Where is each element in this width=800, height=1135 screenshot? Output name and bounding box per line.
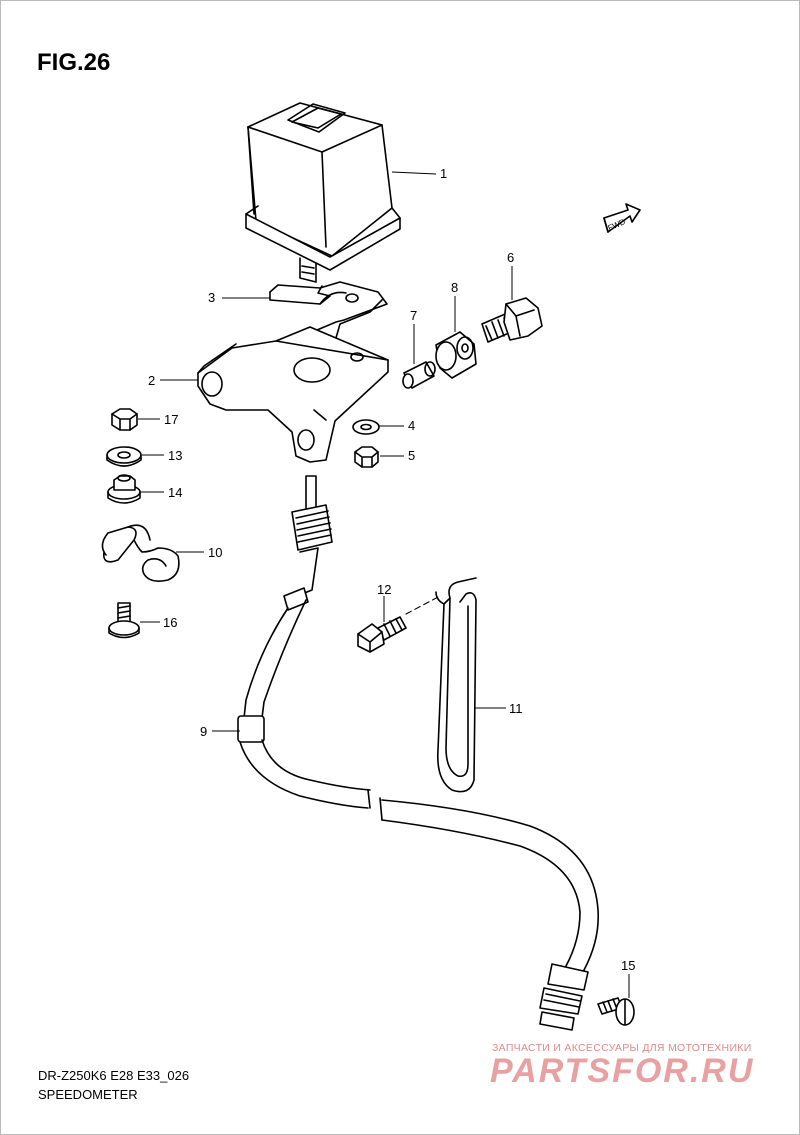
callout-11: 11 bbox=[509, 701, 523, 716]
part-speedometer-unit[interactable] bbox=[245, 102, 401, 283]
part-bolt-6[interactable] bbox=[481, 297, 543, 343]
part-washer-13[interactable] bbox=[106, 446, 142, 467]
callout-8: 8 bbox=[451, 280, 458, 295]
part-screw-16[interactable] bbox=[108, 602, 140, 639]
part-speedometer-bracket[interactable] bbox=[197, 326, 389, 463]
watermark-tagline: ЗАПЧАСТИ И АКСЕССУАРЫ ДЛЯ МОТОТЕХНИКИ bbox=[492, 1042, 752, 1054]
part-grommet-8[interactable] bbox=[435, 331, 477, 379]
part-cable-guide-11[interactable] bbox=[435, 577, 477, 793]
part-collar-nut-14[interactable] bbox=[107, 474, 141, 504]
callout-1: 1 bbox=[440, 166, 447, 181]
callout-15: 15 bbox=[621, 958, 635, 973]
callout-17: 17 bbox=[164, 412, 178, 427]
callout-13: 13 bbox=[168, 448, 182, 463]
callout-4: 4 bbox=[408, 418, 415, 433]
part-bolt-12[interactable] bbox=[357, 616, 407, 653]
part-collar-7[interactable] bbox=[402, 361, 436, 389]
part-washer-4[interactable] bbox=[352, 419, 380, 435]
callout-12: 12 bbox=[377, 582, 391, 597]
callout-5: 5 bbox=[408, 448, 415, 463]
callout-16: 16 bbox=[163, 615, 177, 630]
part-clip-10[interactable] bbox=[101, 524, 180, 582]
callout-7: 7 bbox=[410, 308, 417, 323]
callout-2: 2 bbox=[148, 373, 155, 388]
model-code: DR-Z250K6 E28 E33_026 bbox=[38, 1068, 190, 1083]
watermark-logo: PARTSFOR.RU bbox=[490, 1052, 755, 1090]
part-bracket-plate[interactable] bbox=[269, 281, 388, 339]
part-speedometer-cable-9[interactable] bbox=[237, 475, 600, 1031]
part-nut-17[interactable] bbox=[111, 408, 138, 431]
callout-3: 3 bbox=[208, 290, 215, 305]
part-nut-5[interactable] bbox=[354, 446, 379, 468]
part-screw-15[interactable] bbox=[597, 997, 635, 1026]
callout-10: 10 bbox=[208, 545, 222, 560]
callout-9: 9 bbox=[200, 724, 207, 739]
figure-title: FIG.26 bbox=[37, 49, 111, 76]
callout-14: 14 bbox=[168, 485, 182, 500]
section-name: SPEEDOMETER bbox=[38, 1087, 138, 1102]
fwd-arrow-icon bbox=[603, 203, 641, 233]
callout-6: 6 bbox=[507, 250, 514, 265]
